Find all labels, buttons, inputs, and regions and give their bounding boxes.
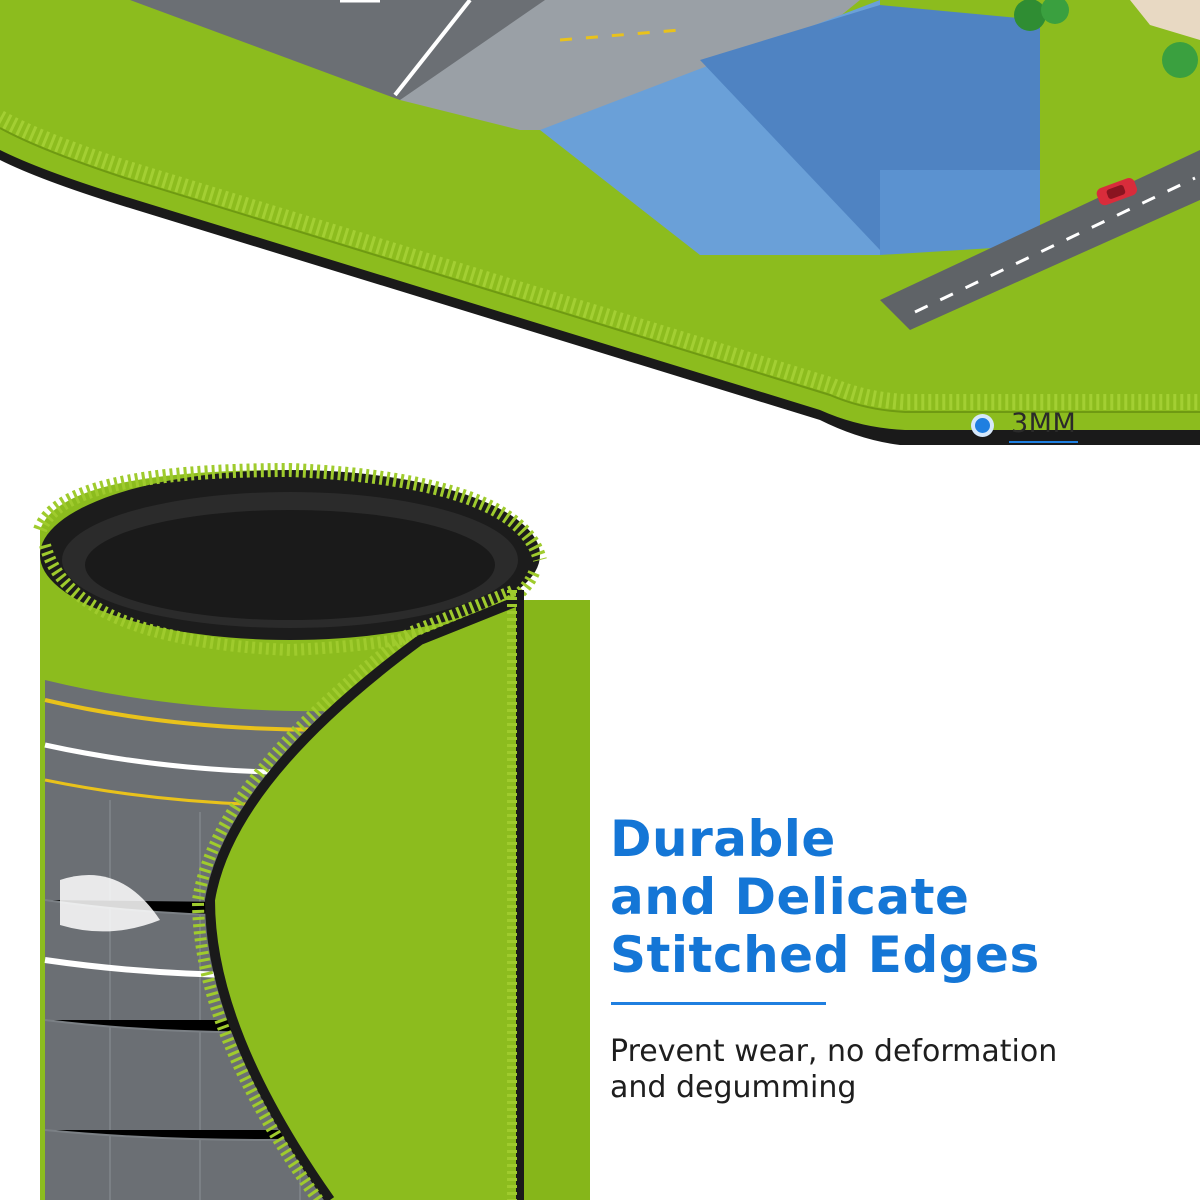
headline-divider — [611, 1002, 826, 1005]
description-line-2: and degumming — [610, 1070, 857, 1105]
thickness-indicator: 3MM — [975, 408, 1079, 443]
bullet-dot-icon — [975, 418, 990, 433]
flat-mousepad — [0, 0, 1200, 445]
feature-headline: Durable and Delicate Stitched Edges — [610, 810, 1170, 984]
headline-line-3: Stitched Edges — [610, 926, 1040, 984]
feature-description: Prevent wear, no deformation and degummi… — [610, 1034, 1170, 1106]
description-line-1: Prevent wear, no deformation — [610, 1034, 1058, 1069]
headline-line-1: Durable — [610, 810, 836, 868]
thickness-label: 3MM — [1009, 408, 1079, 443]
headline-line-2: and Delicate — [610, 868, 970, 926]
rolled-mousepad — [33, 462, 590, 1200]
